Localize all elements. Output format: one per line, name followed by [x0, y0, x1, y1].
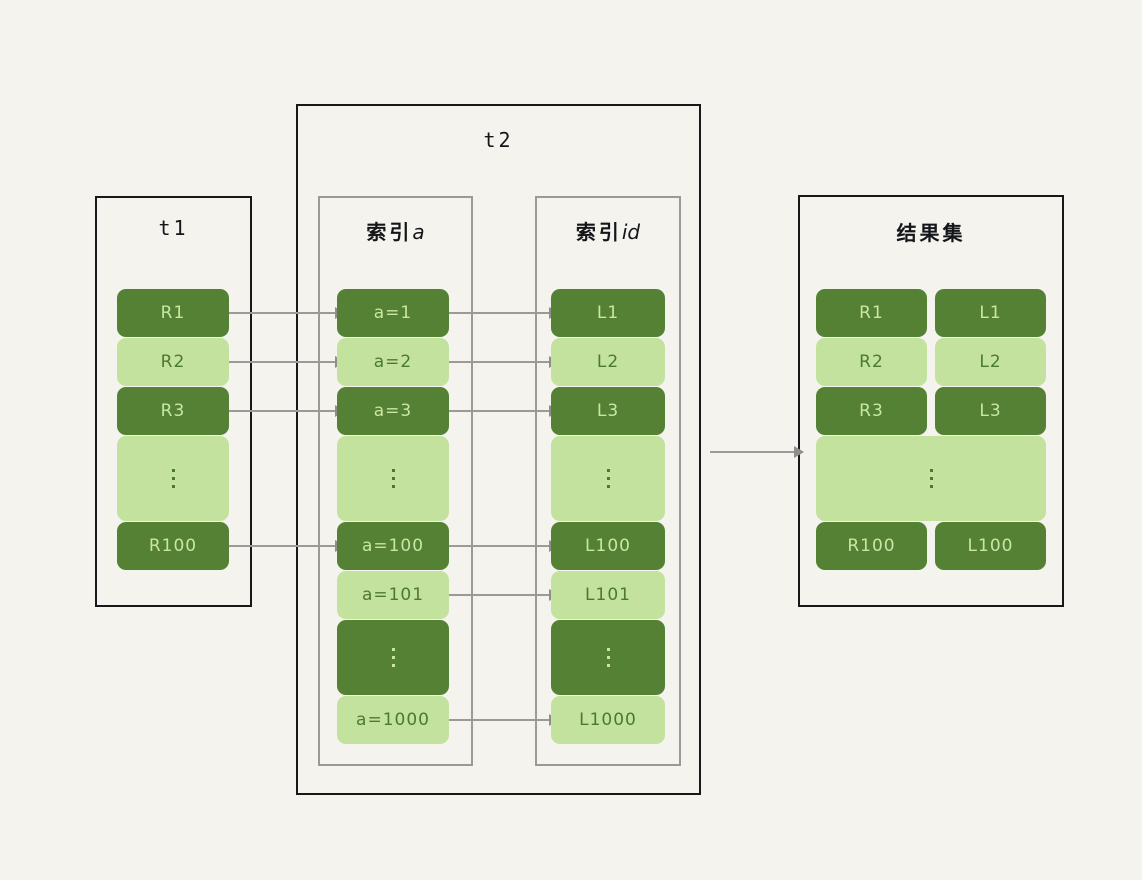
t1-row-1-label: R2	[160, 352, 186, 372]
panel-index-id-title: 索引id	[537, 216, 679, 245]
index-a-row-2-label: a=3	[373, 401, 413, 421]
vertical-ellipsis-icon	[606, 469, 610, 488]
index-a-row-4: a=100	[337, 522, 449, 570]
result-row-2-left-label: R3	[859, 401, 884, 421]
vertical-ellipsis-icon	[171, 469, 175, 488]
result-row-3	[816, 436, 1046, 521]
index-a-row-1: a=2	[337, 338, 449, 386]
t1-row-0-label: R1	[160, 303, 186, 323]
connector-t1-to-index-a-3	[229, 545, 337, 547]
vertical-ellipsis-icon	[606, 648, 610, 667]
vertical-ellipsis-icon	[929, 469, 933, 488]
arrow-head-icon	[794, 446, 804, 458]
result-row-0-left: R1	[816, 289, 927, 337]
connector-index-a-to-index-id-3	[449, 545, 551, 547]
connector-t1-to-index-a-1	[229, 361, 337, 363]
index-a-row-1-label: a=2	[373, 352, 413, 372]
vertical-ellipsis-icon	[391, 469, 395, 488]
index-a-row-4-label: a=100	[361, 536, 425, 556]
index-a-row-5: a=101	[337, 571, 449, 619]
index-a-row-6	[337, 620, 449, 695]
result-row-1-right: L2	[935, 338, 1046, 386]
index-id-row-4: L100	[551, 522, 665, 570]
index-id-row-5: L101	[551, 571, 665, 619]
t1-row-3	[117, 436, 229, 521]
index-a-row-7-label: a=1000	[356, 710, 430, 730]
t1-row-2-label: R3	[160, 401, 186, 421]
index-a-row-7: a=1000	[337, 696, 449, 744]
t1-row-1: R2	[117, 338, 229, 386]
index-id-row-6	[551, 620, 665, 695]
t1-row-0: R1	[117, 289, 229, 337]
index-a-row-0-label: a=1	[373, 303, 413, 323]
result-row-0-left-label: R1	[859, 303, 884, 323]
panel-index-id-title-latin: id	[621, 220, 641, 244]
result-row-2-left: R3	[816, 387, 927, 435]
index-a-row-3	[337, 436, 449, 521]
index-id-row-0: L1	[551, 289, 665, 337]
index-id-row-2: L3	[551, 387, 665, 435]
connector-t1-to-index-a-2	[229, 410, 337, 412]
index-id-row-2-label: L3	[596, 401, 620, 421]
panel-index-a-title: 索引a	[320, 216, 471, 245]
result-row-4-left: R100	[816, 522, 927, 570]
index-id-row-7-label: L1000	[579, 710, 637, 730]
connector-index-a-to-index-id-2	[449, 410, 551, 412]
index-a-row-0: a=1	[337, 289, 449, 337]
result-row-2-right-label: L3	[979, 401, 1002, 421]
t1-row-2: R3	[117, 387, 229, 435]
result-row-4-left-label: R100	[847, 536, 896, 556]
result-row-1-left: R2	[816, 338, 927, 386]
connector-t2-to-result	[710, 451, 796, 453]
panel-t1-title: t1	[158, 216, 189, 240]
connector-index-a-to-index-id-0	[449, 312, 551, 314]
index-id-row-4-label: L100	[585, 536, 631, 556]
result-row-1-right-label: L2	[979, 352, 1002, 372]
connector-index-a-to-index-id-1	[449, 361, 551, 363]
panel-index-a-title-latin: a	[412, 220, 425, 244]
connector-index-a-to-index-id-4	[449, 594, 551, 596]
index-id-row-1: L2	[551, 338, 665, 386]
connector-index-a-to-index-id-5	[449, 719, 551, 721]
panel-index-a-title-cjk: 索引	[366, 220, 413, 244]
index-a-row-5-label: a=101	[361, 585, 425, 605]
index-id-row-0-label: L1	[596, 303, 620, 323]
panel-index-id-title-cjk: 索引	[575, 220, 622, 244]
vertical-ellipsis-icon	[391, 648, 395, 667]
index-id-row-3	[551, 436, 665, 521]
connector-t1-to-index-a-0	[229, 312, 337, 314]
result-row-2-right: L3	[935, 387, 1046, 435]
t1-row-4-label: R100	[148, 536, 198, 556]
result-row-0-right-label: L1	[979, 303, 1002, 323]
index-a-row-2: a=3	[337, 387, 449, 435]
result-row-1-left-label: R2	[859, 352, 884, 372]
t1-row-4: R100	[117, 522, 229, 570]
result-row-0-right: L1	[935, 289, 1046, 337]
index-id-row-5-label: L101	[585, 585, 631, 605]
result-row-4-right: L100	[935, 522, 1046, 570]
panel-result-title: 结果集	[896, 221, 966, 245]
index-id-row-1-label: L2	[596, 352, 620, 372]
index-id-row-7: L1000	[551, 696, 665, 744]
panel-t2-title: t2	[483, 128, 514, 152]
result-row-4-right-label: L100	[967, 536, 1014, 556]
